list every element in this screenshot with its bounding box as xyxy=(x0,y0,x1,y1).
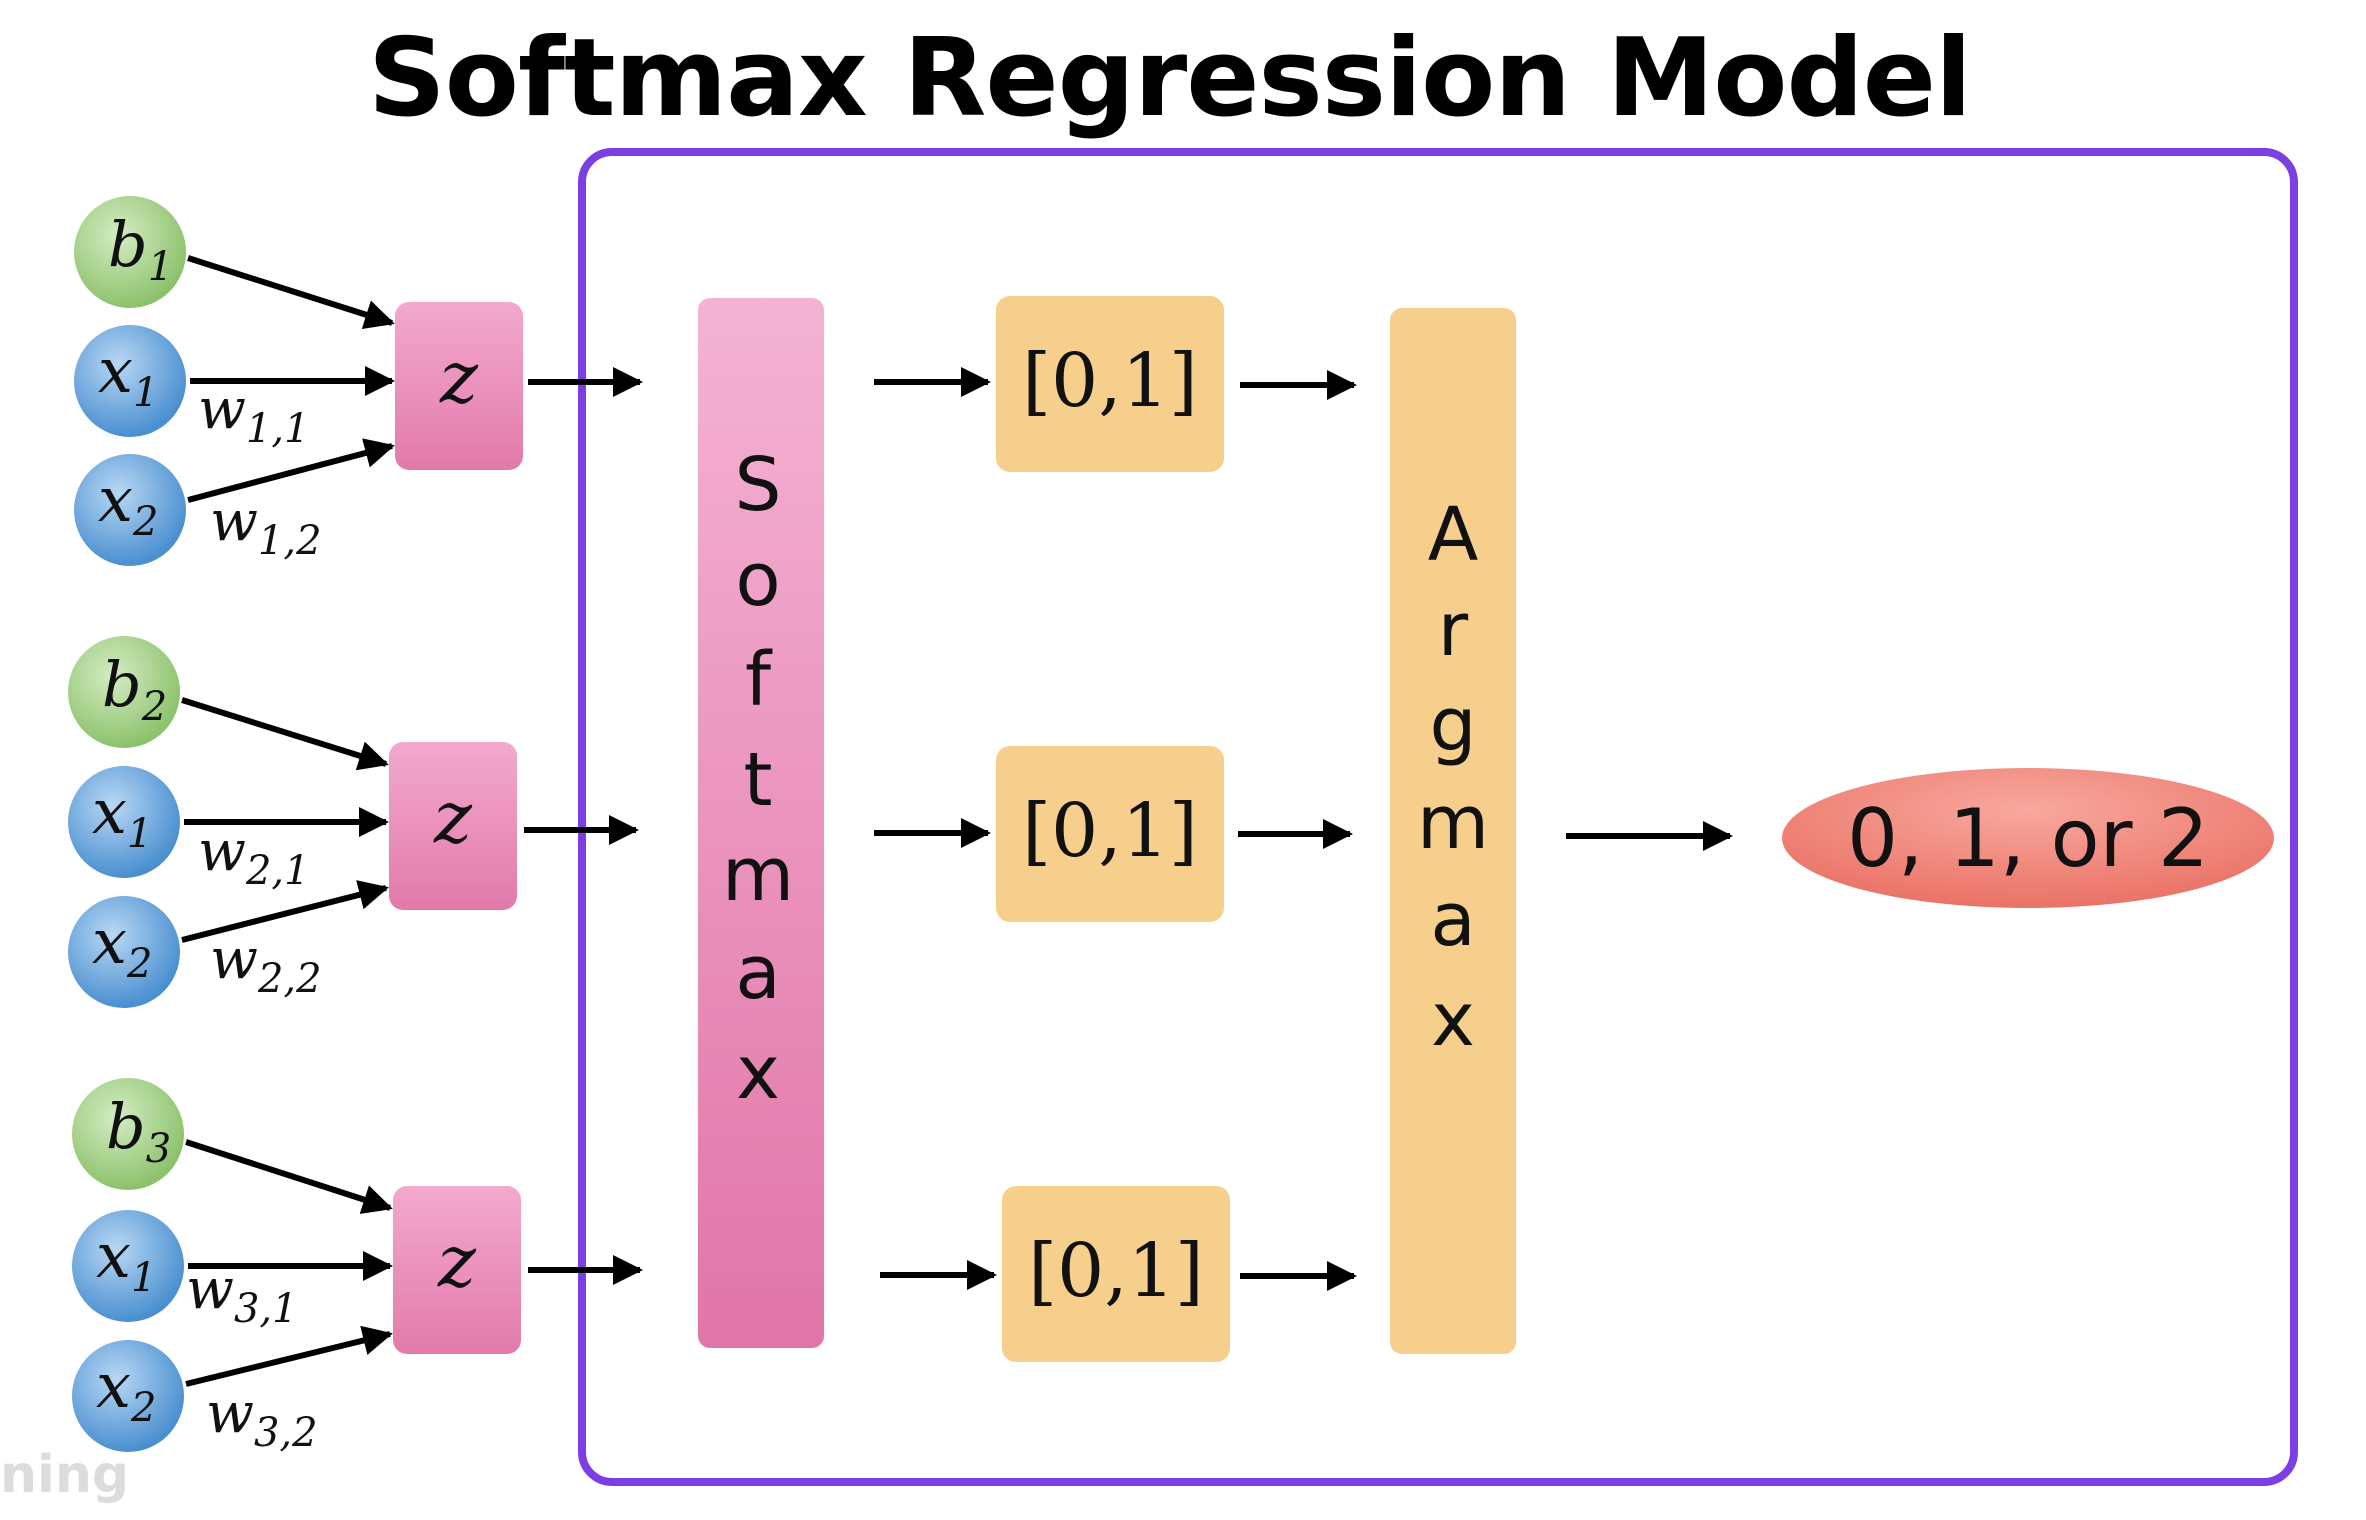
argmax-letter: a xyxy=(1430,877,1475,963)
edge-x2-to-z xyxy=(181,880,389,943)
unit-3: b3 x1 x2 w3,1 w3,2 z [0,1] xyxy=(72,1078,1357,1456)
z-label: z xyxy=(433,775,473,859)
edge-bias-to-z xyxy=(187,255,395,330)
weight-label-2: w3,2 xyxy=(206,1381,318,1456)
argmax-bar xyxy=(1390,308,1516,1354)
softmax-letter: x xyxy=(736,1030,780,1116)
bias-label: b3 xyxy=(106,1090,171,1172)
unit-2: b2 x1 x2 w2,1 w2,2 z [0,1] xyxy=(68,636,1353,1008)
edge-bias-to-z xyxy=(181,697,389,771)
bias-node xyxy=(72,1078,184,1190)
z-box xyxy=(395,302,523,470)
input-node-x2 xyxy=(74,454,186,566)
bias-label: b2 xyxy=(102,648,167,730)
input-label-x2: x2 xyxy=(96,1349,156,1431)
input-label-x2: x2 xyxy=(92,905,152,987)
edge-x2-to-z xyxy=(187,438,395,503)
weight-label-1: w3,1 xyxy=(186,1257,298,1332)
z-label: z xyxy=(439,335,479,419)
weight-label-1: w2,1 xyxy=(198,819,310,894)
input-node-x2 xyxy=(72,1340,184,1452)
probability-label: [0,1] xyxy=(1022,788,1197,874)
bias-node xyxy=(74,196,186,308)
argmax-letter: r xyxy=(1438,587,1469,673)
argmax-letter: x xyxy=(1431,977,1475,1063)
softmax-letter: S xyxy=(735,442,782,528)
input-node-x1 xyxy=(72,1210,184,1322)
softmax-letter: m xyxy=(722,832,794,918)
probability-box xyxy=(996,296,1224,472)
z-box xyxy=(389,742,517,910)
softmax-letter: o xyxy=(735,537,780,623)
bias-label: b1 xyxy=(108,208,173,290)
input-label-x1: x1 xyxy=(96,1219,156,1301)
softmax-letter: f xyxy=(745,637,773,723)
argmax-letter: g xyxy=(1430,682,1477,768)
unit-1: b1 x1 x2 w1,1 w1,2 z [0,1] xyxy=(74,196,1357,566)
input-label-x1: x1 xyxy=(98,334,158,416)
weight-label-2: w2,2 xyxy=(210,927,322,1002)
weight-label-1: w1,1 xyxy=(198,377,310,452)
softmax-letter: t xyxy=(743,737,772,823)
probability-label: [0,1] xyxy=(1022,338,1197,424)
softmax-bar xyxy=(698,298,824,1348)
output-label: 0, 1, or 2 xyxy=(1847,792,2209,885)
argmax-letter: A xyxy=(1428,492,1479,578)
argmax-letter: m xyxy=(1417,780,1489,866)
input-label-x2: x2 xyxy=(98,463,158,545)
output-ellipse xyxy=(1782,768,2274,908)
bias-node xyxy=(68,636,180,748)
probability-box xyxy=(996,746,1224,922)
argmax-label: A r g m a x xyxy=(1417,492,1489,1063)
input-node-x2 xyxy=(68,896,180,1008)
watermark: ning xyxy=(0,1445,129,1505)
edge-x2-to-z xyxy=(185,1325,393,1387)
edge-bias-to-z xyxy=(185,1139,393,1214)
softmax-argmax-frame xyxy=(578,148,2298,1486)
input-label-x1: x1 xyxy=(92,775,152,857)
z-box xyxy=(393,1186,521,1354)
softmax-letter: a xyxy=(735,930,780,1016)
input-node-x1 xyxy=(68,766,180,878)
softmax-label: S o f t m a x xyxy=(722,442,794,1116)
input-node-x1 xyxy=(74,325,186,437)
probability-box xyxy=(1002,1186,1230,1362)
probability-label: [0,1] xyxy=(1028,1228,1203,1314)
weight-label-2: w1,2 xyxy=(210,489,322,564)
z-label: z xyxy=(437,1219,477,1303)
page-title: Softmax Regression Model xyxy=(368,16,1971,141)
